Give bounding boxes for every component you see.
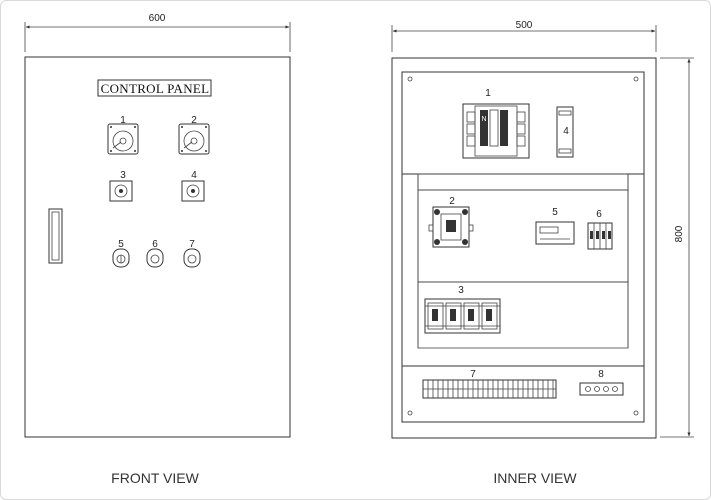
- inner-main-breaker: 1 N: [462, 88, 530, 159]
- inner-label-7: 7: [470, 369, 476, 380]
- front-selector-3: 3: [109, 170, 133, 202]
- front-door-handle: [48, 208, 63, 264]
- front-label-5: 5: [118, 239, 124, 250]
- front-lamp-5: 5: [112, 239, 130, 268]
- svg-text:N: N: [481, 116, 486, 123]
- front-label-6: 6: [152, 239, 158, 250]
- front-label-1: 1: [120, 115, 126, 126]
- front-selector-4: 4: [181, 170, 205, 202]
- inner-contactor: 2: [428, 196, 474, 248]
- front-lamp-6: 6: [146, 239, 164, 268]
- front-meter-1: 1: [107, 115, 139, 155]
- inner-label-4: 4: [563, 126, 569, 137]
- inner-height-dimension: 800: [660, 57, 694, 438]
- front-label-3: 3: [120, 170, 126, 181]
- front-lamp-7: 7: [183, 239, 201, 268]
- lower-section: [417, 281, 629, 349]
- upper-wire-duct: [417, 173, 629, 191]
- inner-aux-breaker: 4: [556, 106, 574, 158]
- front-width-dimension: 600: [24, 13, 291, 52]
- front-meter-2: 2: [178, 115, 210, 155]
- inner-label-6: 6: [596, 209, 602, 220]
- inner-label-1: 1: [485, 88, 491, 99]
- inner-terminal-strip: 7: [422, 369, 557, 399]
- inner-cabinet: [391, 57, 657, 439]
- front-view-caption: FRONT VIEW: [111, 470, 199, 486]
- inner-label-5: 5: [552, 207, 558, 218]
- front-label-7: 7: [189, 239, 195, 250]
- mounting-plate: [401, 71, 645, 423]
- inner-ground-bar: 8: [579, 369, 624, 396]
- inner-height-label: 800: [674, 225, 685, 242]
- inner-power-meter: 5: [535, 207, 575, 245]
- front-label-2: 2: [191, 115, 197, 126]
- inner-label-2: 2: [449, 196, 455, 207]
- inner-width-label: 500: [516, 20, 533, 31]
- inner-relay-block: 6: [587, 209, 613, 250]
- inner-breaker-row: 3: [424, 285, 501, 334]
- inner-view: 500 800 1: [391, 20, 694, 486]
- control-panel-title: CONTROL PANEL: [101, 81, 210, 96]
- inner-label-8: 8: [598, 369, 604, 380]
- front-view: 600 CONTROL PANEL 1 2 3: [24, 13, 291, 486]
- inner-view-caption: INNER VIEW: [493, 470, 577, 486]
- front-label-4: 4: [191, 170, 197, 181]
- front-width-label: 600: [149, 13, 166, 24]
- inner-label-3: 3: [458, 285, 464, 296]
- inner-width-dimension: 500: [391, 20, 657, 52]
- front-cabinet: [24, 56, 291, 438]
- control-panel-plate: [97, 79, 212, 97]
